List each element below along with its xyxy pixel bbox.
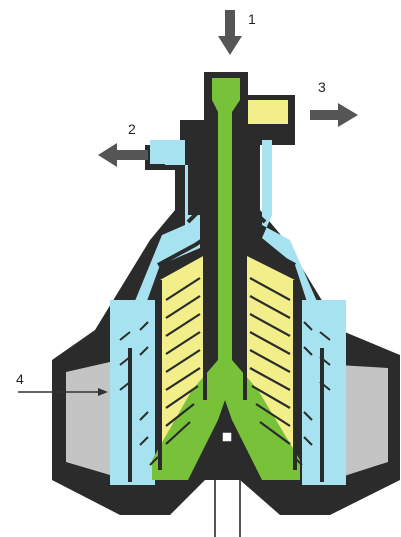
heavy-phase-outlet-pipe (150, 140, 180, 164)
disc-stack-right (249, 277, 291, 445)
label-4: 4 (16, 371, 24, 387)
spindle-cap (221, 431, 233, 443)
arrow-heavy-outlet (98, 143, 148, 167)
feed-inlet-channel (152, 78, 300, 480)
label-2: 2 (128, 121, 136, 137)
disc-stack-left (165, 277, 201, 445)
inner-walls (128, 90, 324, 482)
arrow-light-outlet (310, 103, 358, 127)
pointer-line-4 (18, 388, 108, 396)
flow-arrows-left (119, 321, 159, 466)
sludge-space-left (66, 362, 110, 475)
flow-arrows-right (293, 321, 331, 466)
label-1: 1 (248, 11, 256, 27)
arrow-feed-inlet (218, 10, 242, 55)
label-3: 3 (318, 79, 326, 95)
light-phase-outlet-pipe (248, 100, 288, 124)
heavy-phase-left-column (110, 300, 155, 485)
sludge-space-right (338, 365, 388, 478)
